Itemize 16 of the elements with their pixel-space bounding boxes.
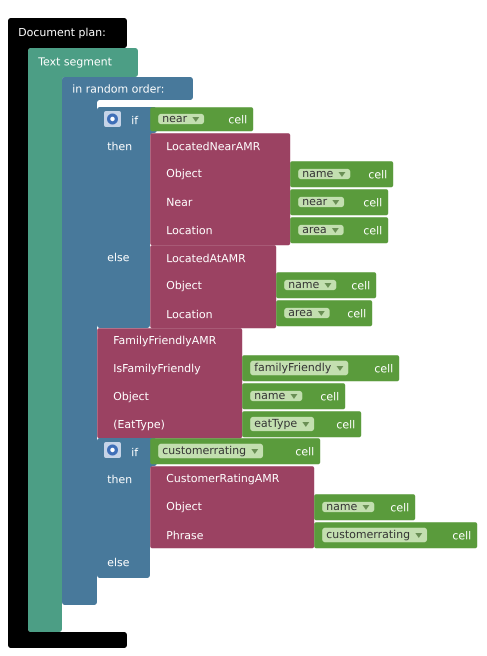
if-block: if then else bbox=[97, 438, 157, 578]
if-block: if then else bbox=[97, 107, 157, 328]
dropdown: customerrating bbox=[322, 528, 428, 542]
node-label: else bbox=[108, 252, 129, 262]
dropdown: familyFriendly bbox=[250, 360, 348, 376]
node-label: if bbox=[132, 116, 138, 124]
node-label: else bbox=[108, 558, 129, 566]
function-block: FamilyFriendlyAMR IsFamilyFriendly Object (EatType) bbox=[97, 328, 242, 438]
function-block: LocatedAtAMR Object Location bbox=[150, 245, 276, 328]
function-block: CustomerRatingAMR Object Phrase bbox=[150, 466, 314, 548]
node-label: Near bbox=[167, 198, 192, 206]
node-label: if bbox=[132, 448, 138, 456]
dropdown: eatType bbox=[250, 416, 314, 432]
dropdown: customerrating bbox=[158, 444, 264, 458]
function-block: LocatedNearAMR Object Near Location bbox=[150, 133, 290, 246]
node-label: cell bbox=[336, 420, 354, 428]
